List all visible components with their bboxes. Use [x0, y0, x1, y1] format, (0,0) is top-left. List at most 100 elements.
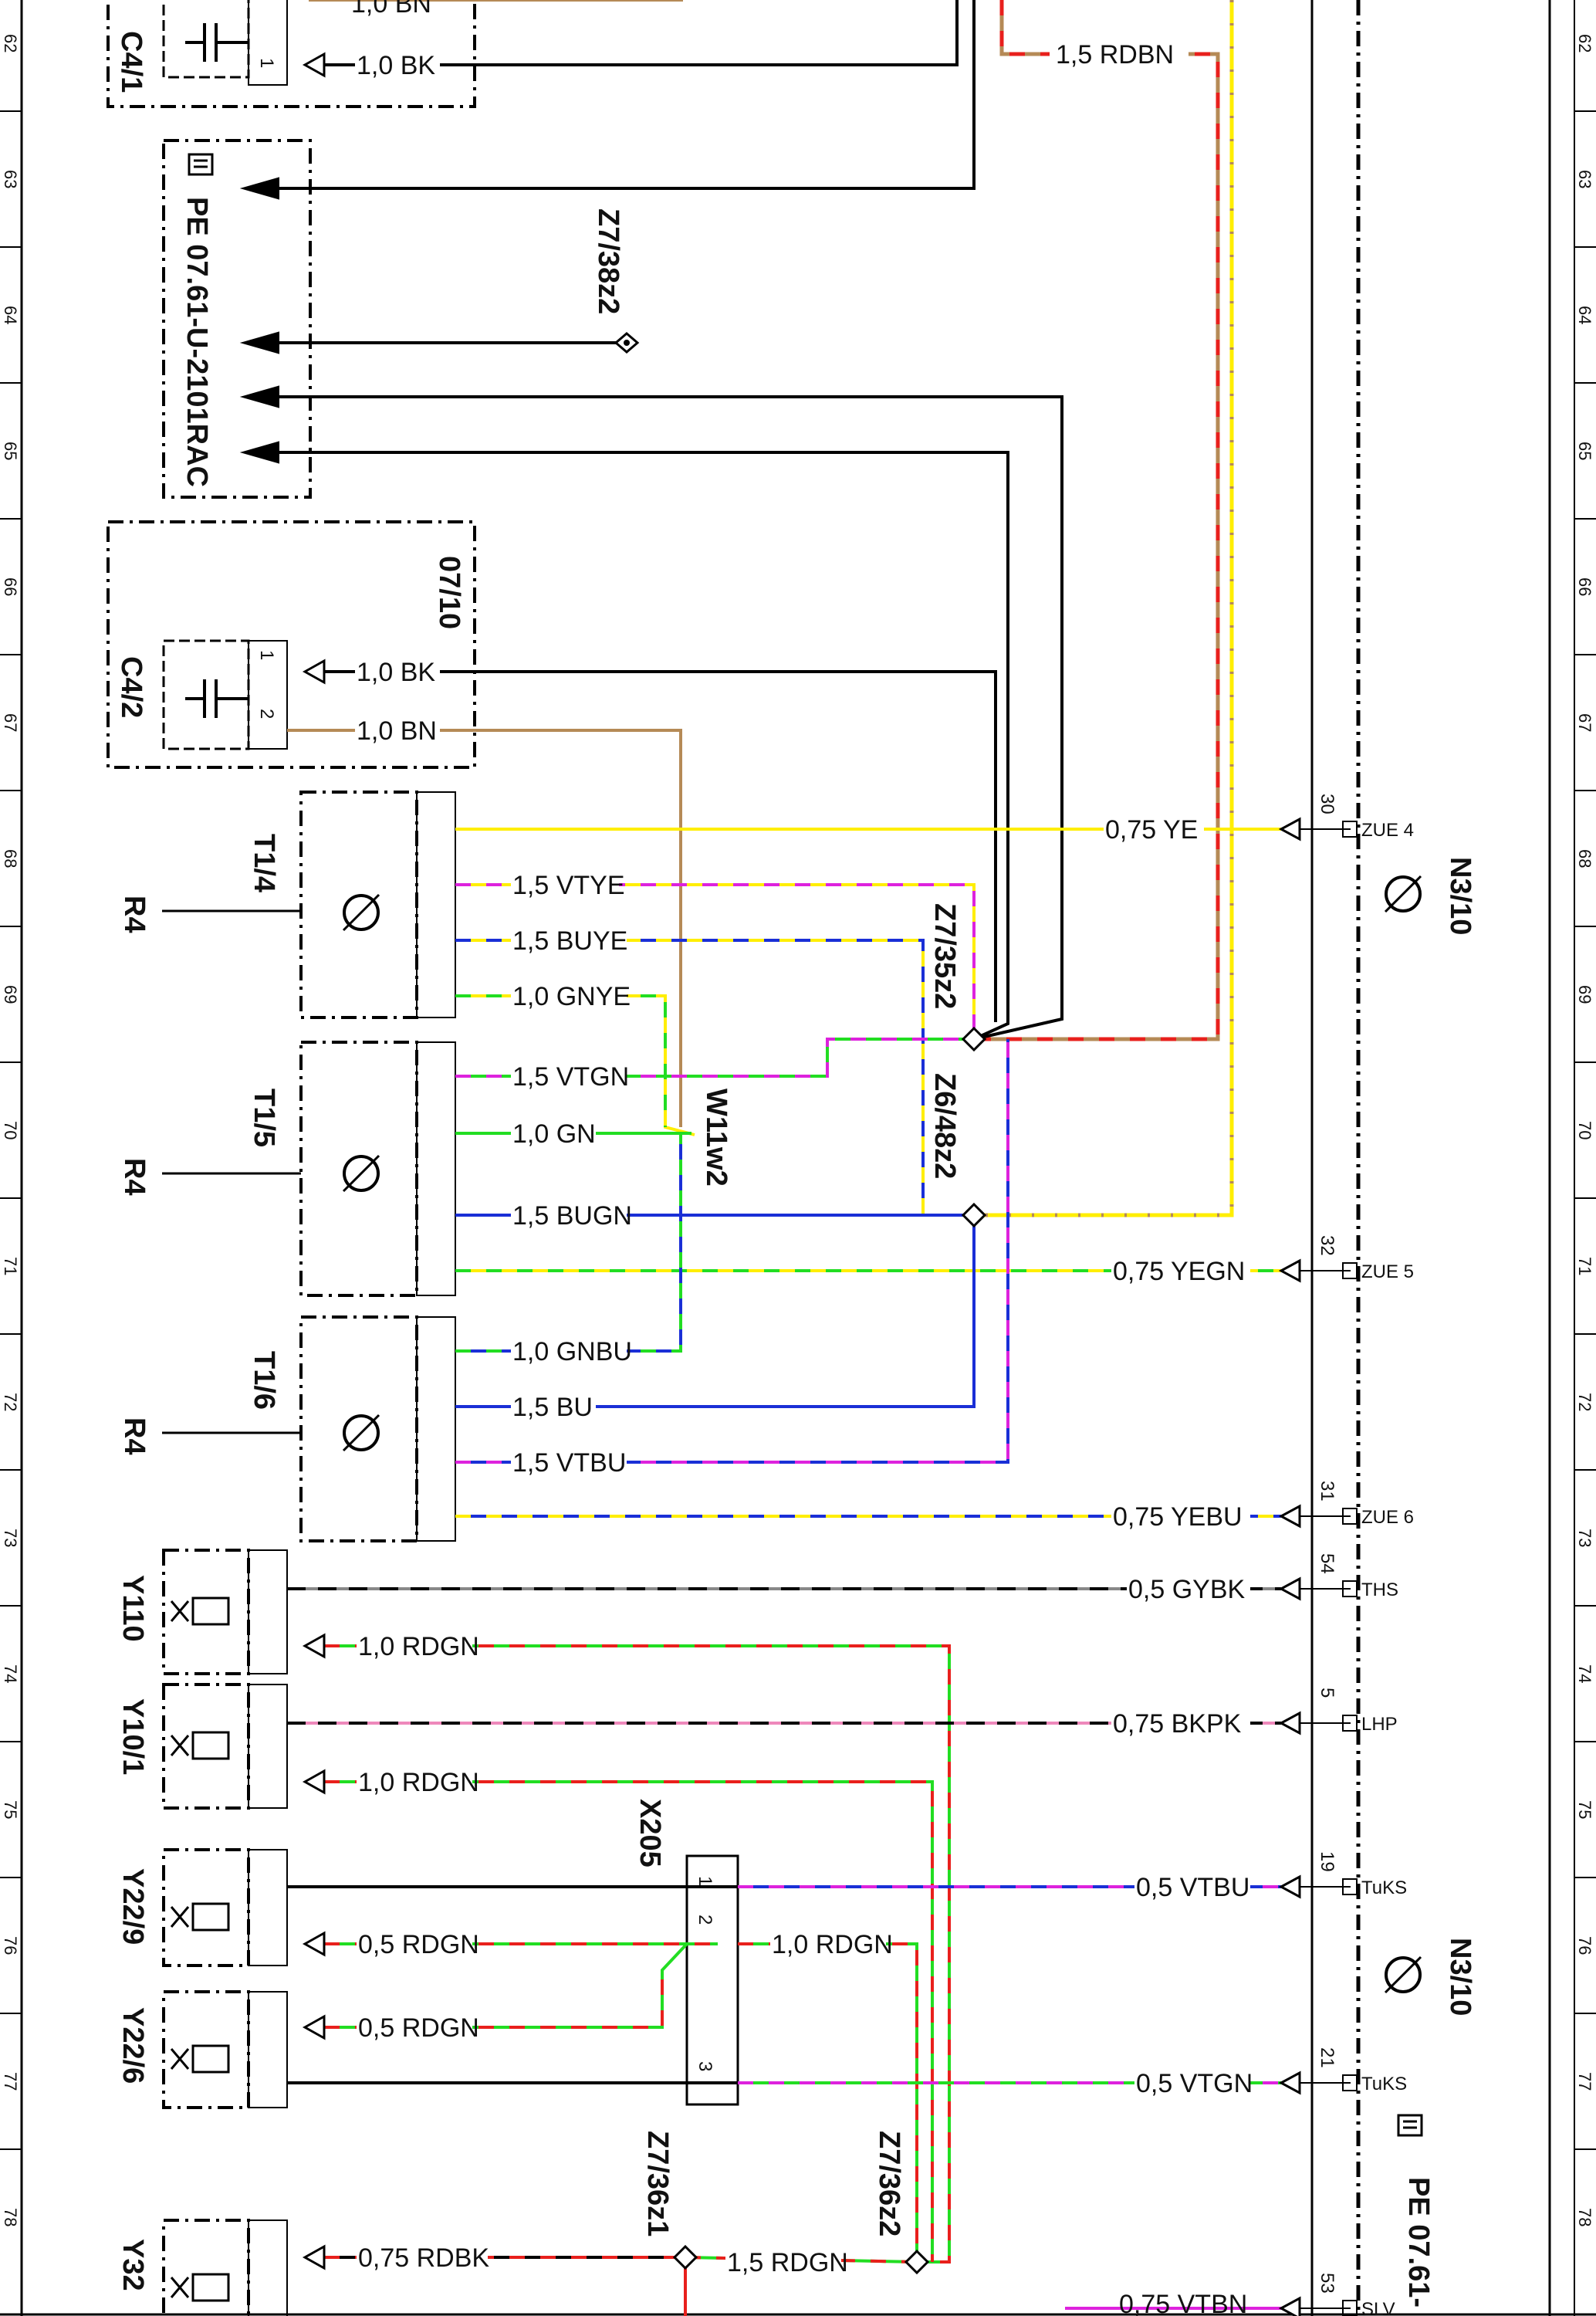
svg-text:0,75 RDBK: 0,75 RDBK: [358, 2243, 489, 2273]
x205-connector: [685, 1854, 739, 2106]
ruler-label-right-68: 68: [1575, 849, 1594, 868]
ruler-label-left-71: 71: [1, 1257, 20, 1275]
svg-text:1,5 VTBU: 1,5 VTBU: [512, 1448, 626, 1478]
z7-35z2-connector: [961, 1026, 987, 1052]
hand-pointer-icon: [188, 153, 214, 176]
ruler-label-right-64: 64: [1575, 306, 1594, 324]
r4-label-b: R4: [118, 1158, 150, 1196]
wire-c41-bk: [324, 0, 959, 66]
lower-wire-labels: 0,5 GYBK 1,0 RDGN 0,75 BKPK 1,0 RDGN 0,5…: [357, 1572, 1253, 2316]
svg-text:1,5 BUYE: 1,5 BUYE: [512, 926, 627, 956]
w11w2-label: W11w2: [700, 1089, 732, 1187]
ruler-label-right-66: 66: [1575, 577, 1594, 596]
y110-box: [162, 1549, 250, 1675]
svg-text:1,0 RDGN: 1,0 RDGN: [358, 1632, 479, 1661]
svg-text:0,75 YE: 0,75 YE: [1105, 815, 1198, 845]
ruler-label-right-63: 63: [1575, 170, 1594, 188]
n3-10-pin-name: ZUE 5: [1361, 1261, 1414, 1282]
wire-label-c42-bk: 1,0 BK: [357, 658, 435, 687]
ruler-label-right-73: 73: [1575, 1529, 1594, 1547]
valve-arrows: [302, 1633, 326, 2270]
ruler-label-right-75: 75: [1575, 1800, 1594, 1819]
y110-label: Y110: [117, 1575, 149, 1642]
wire-label-top-rdbn: 1,5 RDBN: [1056, 40, 1174, 69]
ruler-label-right-77: 77: [1575, 2072, 1594, 2091]
n3-10-pin-name: LHP: [1361, 1714, 1398, 1735]
ruler-label-right-76: 76: [1575, 1936, 1594, 1955]
ruler-label-left-67: 67: [1, 713, 20, 732]
svg-text:0,75 BKPK: 0,75 BKPK: [1113, 1709, 1242, 1739]
n3-10-pin-number: 53: [1317, 2273, 1337, 2294]
z7-36z2-connector: [904, 2249, 930, 2275]
y32-box: [162, 2219, 250, 2316]
z7-36z1-connector: [672, 2244, 698, 2270]
y10-1-label: Y10/1: [117, 1698, 149, 1775]
ruler-label-left-76: 76: [1, 1936, 20, 1955]
ruler-label-left-74: 74: [1, 1664, 20, 1683]
ruler-label-left-62: 62: [1, 34, 20, 52]
y22-6-box: [162, 1990, 250, 2109]
svg-text:0,75 YEGN: 0,75 YEGN: [1113, 1257, 1245, 1286]
wire-label-c41-bn: 1,0 BN: [351, 0, 431, 19]
ruler-label-left-72: 72: [1, 1393, 20, 1411]
n3-10-label-a: N3/10: [1444, 857, 1476, 935]
ruler-label-right-78: 78: [1575, 2208, 1594, 2226]
ruler-label-right-65: 65: [1575, 442, 1594, 460]
wire-c42-bk: [324, 670, 997, 1022]
r4-label-c: R4: [118, 1417, 150, 1455]
hand-pointer-icon: [1397, 2114, 1423, 2137]
svg-text:1,5 BUGN: 1,5 BUGN: [512, 1201, 632, 1231]
svg-text:1,0 GNYE: 1,0 GNYE: [512, 982, 631, 1011]
pe-ref-label: PE 07.61-U-2101RAC: [181, 197, 213, 487]
svg-text:0,5 VTGN: 0,5 VTGN: [1136, 2069, 1253, 2098]
svg-text:0,5 GYBK: 0,5 GYBK: [1128, 1575, 1246, 1604]
n3-10-pin-number: 30: [1317, 794, 1337, 814]
svg-text:0,5 RDGN: 0,5 RDGN: [358, 1930, 479, 1959]
n3-10-label-b: N3/10: [1444, 1938, 1476, 2016]
sensor-icon: [342, 1414, 380, 1452]
wire-top-rdbn: [974, 0, 1220, 1041]
n3-10-boundary: [1310, 0, 1361, 2316]
y22-6-label: Y22/6: [117, 2007, 149, 2084]
t1-5-label: T1/5: [248, 1089, 280, 1147]
svg-text:0,5 RDGN: 0,5 RDGN: [358, 2013, 479, 2043]
ruler-label-left-73: 73: [1, 1529, 20, 1547]
wire-label-c41-bk: 1,0 BK: [357, 51, 435, 80]
n3-10-pin-number: 54: [1317, 1553, 1337, 1574]
svg-text:1,0 RDGN: 1,0 RDGN: [772, 1930, 893, 1959]
capacitor-icon: [185, 679, 249, 718]
svg-text:0,75 VTBN: 0,75 VTBN: [1119, 2290, 1247, 2316]
svg-text:1,0 RDGN: 1,0 RDGN: [358, 1768, 479, 1797]
svg-text:0,75 YEBU: 0,75 YEBU: [1113, 1502, 1243, 1532]
ruler-label-left-78: 78: [1, 2208, 20, 2226]
y22-9-box: [162, 1848, 250, 1967]
c4-1-box: [107, 0, 476, 108]
sensor-wire-labels: 0,75 YE 1,5 VTYE 1,5 BUYE 1,0 GNYE 1,5 V…: [511, 812, 1250, 1533]
svg-text:1,5 RDGN: 1,5 RDGN: [727, 2248, 848, 2277]
ruler-label-right-70: 70: [1575, 1121, 1594, 1139]
pe-bottom-label: PE 07.61-: [1402, 2177, 1435, 2308]
ruler-label-left-77: 77: [1, 2072, 20, 2091]
z7-38z2-connector: [614, 332, 640, 354]
pe-arrows: [239, 177, 1063, 1041]
c4-2-pin-1: 1: [256, 650, 277, 660]
ruler-label-right-74: 74: [1575, 1664, 1594, 1683]
n3-10-pin-name: TuKS: [1361, 1878, 1407, 1898]
ruler-label-left-66: 66: [1, 577, 20, 596]
svg-text:1,5 VTYE: 1,5 VTYE: [512, 871, 625, 900]
z7-36z2-label: Z7/36z2: [873, 2131, 905, 2236]
x205-label: X205: [634, 1799, 666, 1867]
svg-text:1,0 GN: 1,0 GN: [512, 1119, 596, 1149]
n3-10-pin-name: TuKS: [1361, 2074, 1407, 2094]
valve-icon: [170, 1596, 230, 1626]
z6-48z2-connector: [961, 1202, 987, 1228]
c4-1-pin-1: 1: [256, 58, 277, 68]
ruler-label-left-69: 69: [1, 985, 20, 1004]
